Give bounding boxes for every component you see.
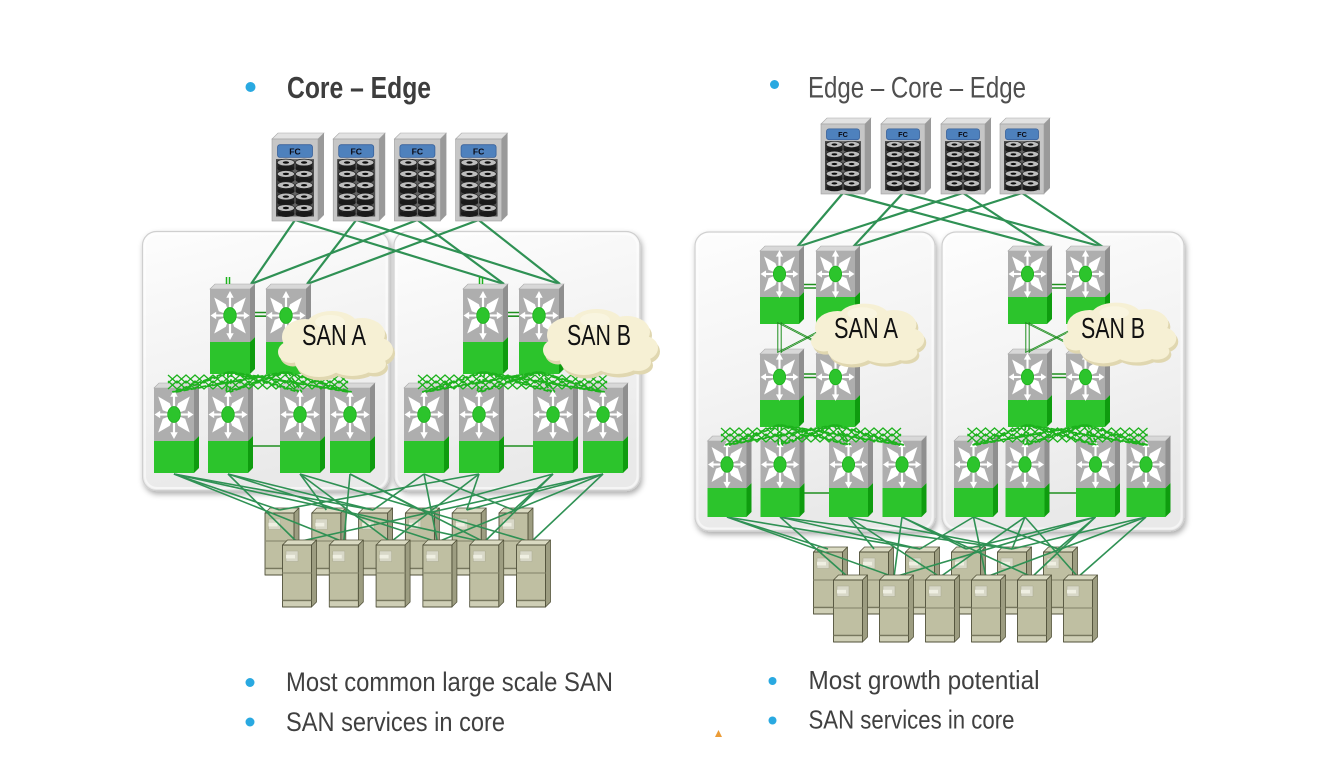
svg-text:Core – Edge: Core – Edge	[287, 70, 431, 105]
svg-text:Edge – Core – Edge: Edge – Core – Edge	[808, 72, 1026, 105]
svg-text:SAN B: SAN B	[567, 320, 631, 352]
svg-text:SAN A: SAN A	[834, 313, 898, 345]
svg-text:SAN services in core: SAN services in core	[809, 705, 1015, 735]
svg-text:SAN A: SAN A	[302, 320, 366, 352]
svg-text:Most growth potential: Most growth potential	[809, 665, 1040, 695]
svg-text:SAN B: SAN B	[1081, 313, 1145, 345]
svg-text:Most common large scale SAN: Most common large scale SAN	[286, 667, 613, 697]
svg-text:SAN services in core: SAN services in core	[286, 707, 505, 737]
